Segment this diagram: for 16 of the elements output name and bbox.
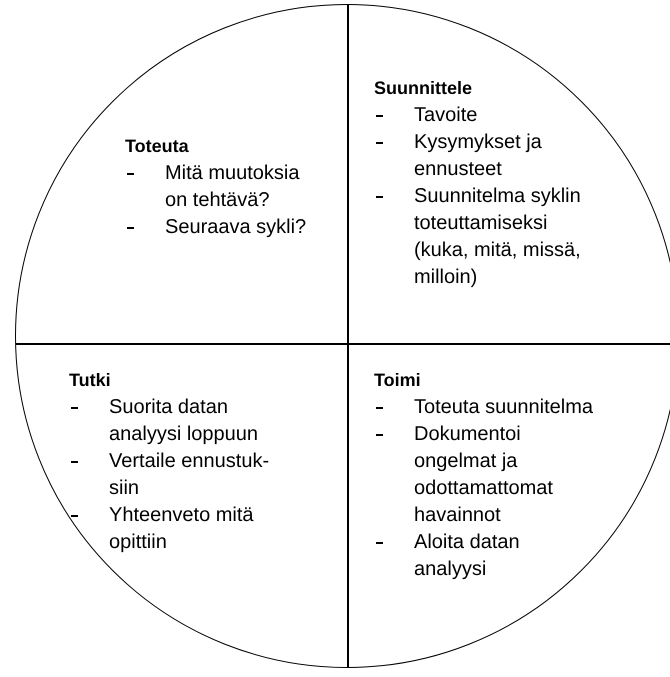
list-item-text: Suunnitelma syklin toteuttamiseksi (kuka, mitä, missä, milloin): [414, 184, 582, 290]
list-item-text: Yhteenveto mitä opittiin: [109, 503, 255, 555]
list-item-text: Dokumentoi ongelmat ja odottamattomat havainnot: [414, 422, 554, 528]
list-item-text: Kysymykset ja ennusteet: [414, 130, 543, 182]
list-item-text: Tavoite: [414, 103, 478, 128]
quadrant-heading: Tutki: [69, 369, 111, 392]
list-item-text: Vertaile ennustuk- siin: [109, 449, 270, 501]
quadrant-heading: Toimi: [374, 369, 421, 392]
list-item-text: Mitä muutoksia on tehtävä?: [165, 161, 300, 213]
list-item-text: Toteuta suunnitelma: [414, 395, 594, 420]
cycle-circle: [15, 4, 670, 668]
list-item-text: Suorita datan analyysi loppuun: [109, 395, 259, 447]
quadrant-heading: Suunnittele: [374, 77, 472, 100]
quadrant-heading: Toteuta: [125, 135, 189, 158]
list-item-text: Aloita datan analyysi: [414, 530, 521, 582]
list-item-text: Seuraava sykli?: [165, 215, 306, 240]
